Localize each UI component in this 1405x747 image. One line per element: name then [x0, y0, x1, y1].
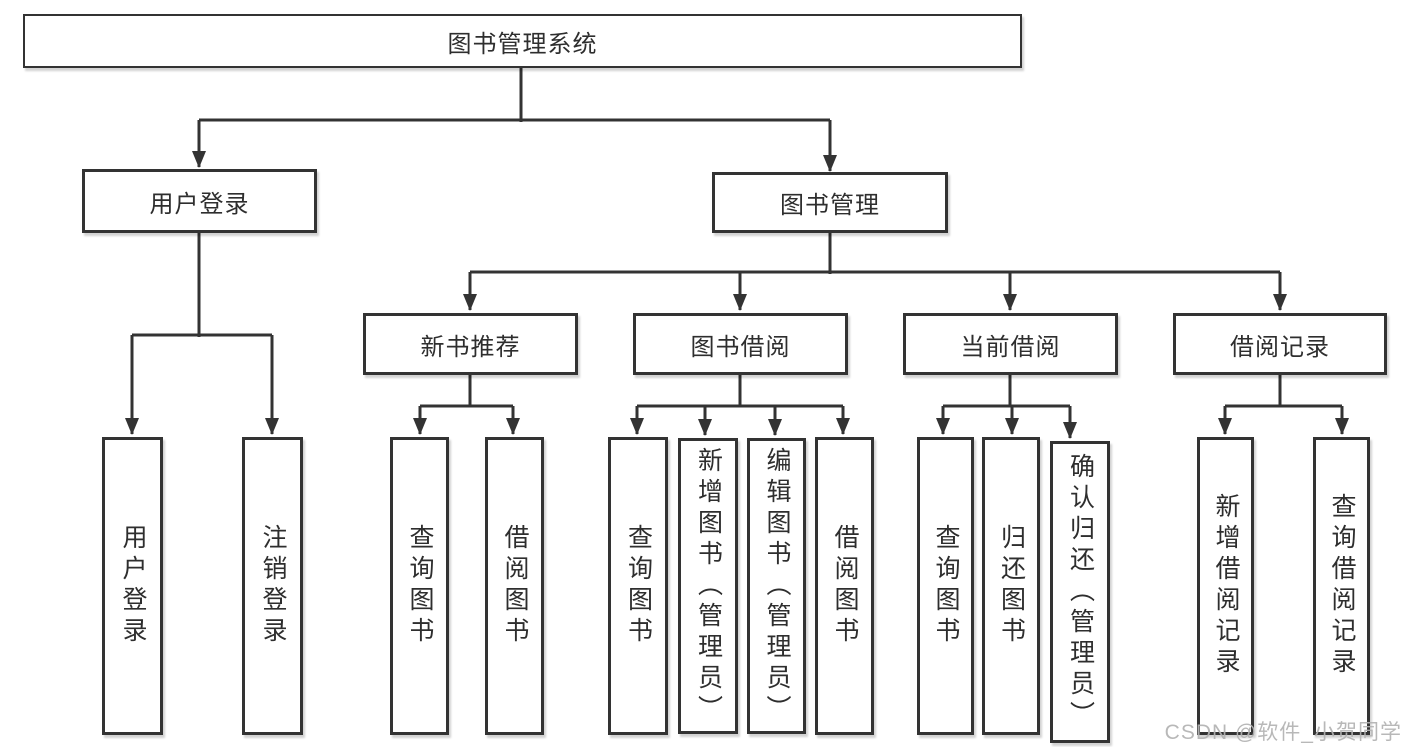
leaf-records-add-record: 新增借阅记录	[1197, 437, 1254, 735]
connector-skeleton	[132, 68, 1342, 408]
leaf-user-login-label: 用户登录	[119, 524, 147, 648]
leaf-current-return-book: 归还图书	[982, 437, 1040, 735]
node-user-login-label: 用户登录	[149, 190, 250, 218]
leaf-recommend-query-books-label: 查询图书	[406, 524, 434, 648]
leaf-user-login: 用户登录	[102, 437, 163, 735]
leaf-current-query-books-label: 查询图书	[932, 524, 960, 648]
node-current-borrow-label: 当前借阅	[960, 333, 1061, 361]
leaf-borrow-edit-book-admin: 编辑图书（管理员）	[747, 438, 806, 734]
leaf-borrow-add-book-admin: 新增图书（管理员）	[678, 438, 738, 734]
leaf-borrow-borrow-books: 借阅图书	[815, 437, 874, 735]
leaf-current-query-books: 查询图书	[917, 437, 974, 735]
node-book-management-label: 图书管理	[780, 192, 880, 219]
node-current-borrow: 当前借阅	[903, 313, 1118, 375]
node-borrow-records-label: 借阅记录	[1230, 333, 1330, 361]
node-book-management: 图书管理	[712, 172, 948, 233]
node-borrow-records: 借阅记录	[1173, 313, 1387, 375]
leaf-recommend-borrow-books: 借阅图书	[485, 437, 544, 735]
node-root-label: 图书管理系统	[447, 30, 598, 58]
leaf-recommend-borrow-books-label: 借阅图书	[501, 524, 529, 648]
leaf-borrow-query-books-label: 查询图书	[624, 524, 653, 648]
csdn-watermark: CSDN @软件_小贺同学	[1164, 721, 1402, 744]
leaf-current-return-book-label: 归还图书	[997, 524, 1026, 648]
node-user-login: 用户登录	[82, 169, 317, 233]
leaf-records-add-record-label: 新增借阅记录	[1212, 493, 1240, 679]
leaf-borrow-edit-book-admin-label: 编辑图书（管理员）	[763, 446, 791, 726]
leaf-current-confirm-return-admin: 确认归还（管理员）	[1050, 441, 1110, 743]
node-book-borrow-label: 图书借阅	[690, 333, 791, 361]
leaf-current-confirm-return-admin-label: 确认归还（管理员）	[1066, 452, 1095, 732]
leaf-borrow-borrow-books-label: 借阅图书	[831, 524, 859, 648]
leaf-recommend-query-books: 查询图书	[390, 437, 449, 735]
leaf-borrow-query-books: 查询图书	[608, 437, 668, 735]
node-new-book-recommend: 新书推荐	[363, 313, 578, 375]
leaf-logout-label: 注销登录	[259, 524, 287, 648]
node-book-borrow: 图书借阅	[633, 313, 848, 375]
leaf-logout: 注销登录	[242, 437, 303, 735]
leaf-records-query-record-label: 查询借阅记录	[1328, 493, 1356, 679]
connector-arrows	[125, 120, 1349, 439]
leaf-borrow-add-book-admin-label: 新增图书（管理员）	[694, 446, 723, 726]
node-new-book-recommend-label: 新书推荐	[420, 333, 521, 361]
leaf-records-query-record: 查询借阅记录	[1313, 437, 1370, 735]
node-root: 图书管理系统	[23, 14, 1022, 68]
